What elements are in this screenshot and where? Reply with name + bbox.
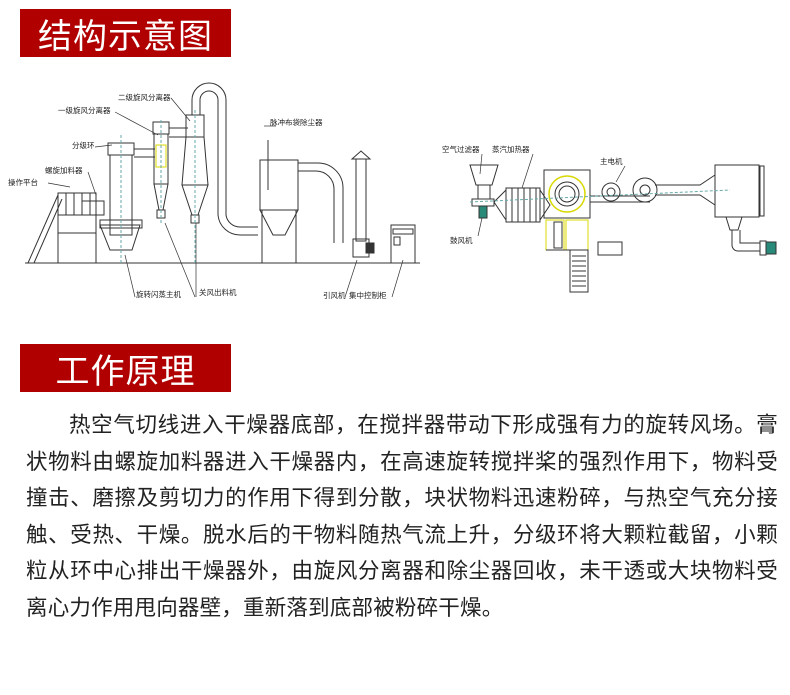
label-platform: 操作平台 (8, 177, 38, 187)
label-classifier-ring: 分级环 (72, 140, 95, 150)
bag-filter-drawing (259, 140, 299, 263)
secondary-cyclone-drawing (181, 110, 209, 263)
label-pulse-bag-filter: 脉冲布袋除尘器 (270, 117, 323, 127)
control-cabinet-drawing (390, 224, 416, 264)
section-title-structure: 结构示意图 (38, 16, 213, 57)
label-induced-fan: 引风机 (323, 290, 346, 300)
induced-fan-drawing (350, 150, 375, 258)
dryer-plan-drawing (543, 169, 623, 293)
section-title-principle: 工作原理 (55, 351, 196, 392)
label-air-filter: 空气过滤器 (442, 144, 480, 154)
label-screw-feeder: 螺旋加料器 (45, 165, 83, 175)
u-duct-drawing (191, 82, 258, 228)
label-blower: 鼓风机 (450, 235, 473, 245)
structure-diagram-elevation: 二级旋风分离器 一级旋风分离器 分级环 螺旋加料器 操作平台 脉冲布袋除尘器 旋… (8, 82, 420, 300)
steam-heater-drawing (493, 187, 551, 223)
working-principle-paragraph: 热空气切线进入干燥器底部，在搅拌器带动下形成强有力的旋转风场。膏状物料由螺旋加料… (26, 413, 778, 621)
leader-lines (47, 97, 404, 298)
structure-diagram-plan: 空气过滤器 蒸汽加热器 主电机 鼓风机 (442, 144, 777, 293)
operating-platform-drawing (27, 192, 97, 264)
plan-leader-lines (477, 153, 626, 237)
main-dryer-drawing (99, 135, 143, 263)
section-header-structure: 结构示意图 (20, 9, 231, 57)
label-control-cabinet: 集中控制柜 (349, 290, 387, 300)
plan-drawing (469, 164, 777, 293)
primary-cyclone-drawing (152, 120, 170, 225)
air-filter-drawing (469, 164, 499, 219)
section-header-principle: 工作原理 (20, 344, 231, 392)
label-main-unit: 旋转闪蒸主机 (136, 289, 181, 299)
cyclone-plan-drawing (714, 164, 777, 256)
label-secondary-cyclone: 二级旋风分离器 (118, 92, 171, 102)
main-motor-drawing (590, 177, 658, 203)
label-primary-cyclone: 一级旋风分离器 (58, 105, 111, 115)
label-main-motor: 主电机 (600, 156, 623, 166)
label-airlock-discharger: 关风出料机 (199, 287, 237, 297)
screw-feeder-drawing (81, 200, 105, 216)
equipment-drawing (25, 82, 420, 264)
label-steam-heater: 蒸汽加热器 (492, 144, 530, 154)
